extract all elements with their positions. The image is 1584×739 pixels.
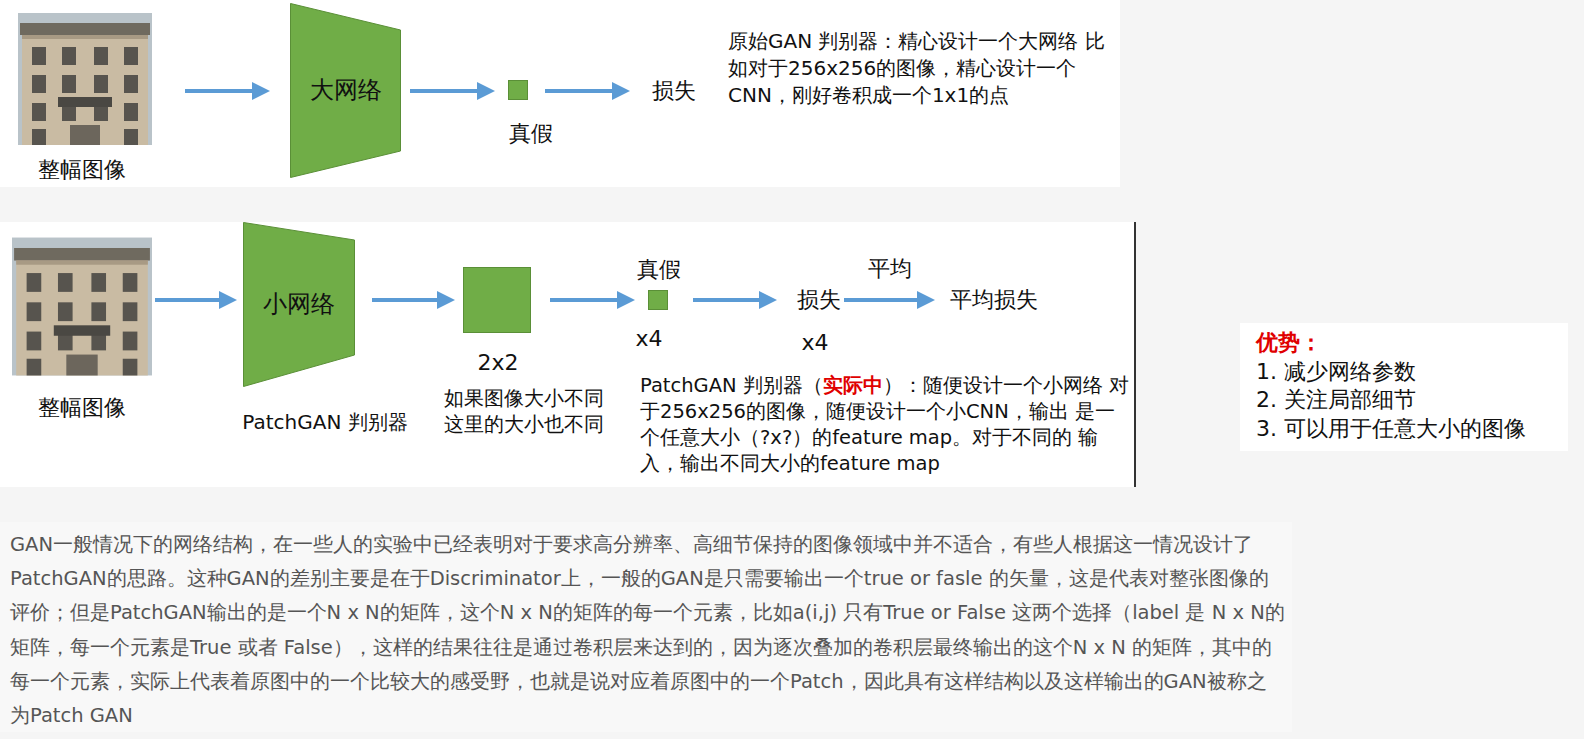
node-label: 优势： bbox=[1256, 329, 1552, 358]
loss-label: 平均损失 bbox=[948, 284, 1040, 317]
trapezoid-outline bbox=[244, 223, 355, 387]
node-label: 平均损失 bbox=[950, 286, 1038, 315]
discriminator-network: 大网络 bbox=[290, 3, 401, 178]
node-note: x4 bbox=[635, 325, 662, 354]
node-label: 2x2 bbox=[477, 349, 518, 378]
node-label: 小网络 bbox=[263, 289, 335, 320]
building-photo bbox=[12, 238, 152, 376]
node-note: x4 bbox=[801, 329, 828, 358]
arrow-head bbox=[759, 291, 777, 309]
arrow-head bbox=[219, 291, 237, 309]
arrow-shaft bbox=[550, 298, 619, 302]
node-note: 3. 可以用于任意大小的图像 bbox=[1256, 415, 1552, 444]
node-note: 2. 关注局部细节 bbox=[1256, 386, 1552, 415]
node-label: 真假 bbox=[637, 256, 681, 285]
arrow-shaft bbox=[844, 298, 919, 302]
panel-border bbox=[1134, 222, 1136, 487]
trapezoid-outline bbox=[291, 4, 401, 178]
edge-label: 平均 bbox=[866, 255, 914, 284]
input-image: 整幅图像 bbox=[18, 13, 152, 145]
arrow-shaft bbox=[372, 298, 439, 302]
flow-arrow bbox=[410, 82, 495, 100]
node-label: 真假 bbox=[509, 120, 553, 149]
arrow-head bbox=[917, 291, 935, 309]
flow-arrow bbox=[693, 291, 777, 309]
arrow-head bbox=[612, 82, 630, 100]
flow-arrow bbox=[372, 291, 455, 309]
advantage-box: 优势：1. 减少网络参数2. 关注局部细节3. 可以用于任意大小的图像 bbox=[1240, 323, 1568, 451]
loss-label: 损失x4 bbox=[795, 284, 843, 317]
flow-arrow bbox=[155, 291, 237, 309]
description-text: PatchGAN 判别器（实际中）：随便设计一个小网络 对于256x256的图像… bbox=[640, 373, 1130, 477]
flow-arrow bbox=[545, 82, 630, 100]
arrow-head bbox=[252, 82, 270, 100]
emphasis-text: 实际中 bbox=[823, 374, 883, 397]
flow-arrow bbox=[185, 82, 270, 100]
loss-label: 损失 bbox=[650, 75, 698, 108]
arrow-shaft bbox=[155, 298, 221, 302]
patchgan-network: 小网络PatchGAN 判别器 bbox=[243, 222, 355, 387]
input-image: 整幅图像 bbox=[12, 237, 152, 376]
node-label: 整幅图像 bbox=[38, 156, 126, 185]
node-label: 大网络 bbox=[310, 75, 382, 106]
feature-map: 2x2如果图像大小不同 这里的大小也不同 bbox=[463, 267, 531, 333]
node-note: PatchGAN 判别器 bbox=[242, 409, 407, 435]
arrow-shaft bbox=[410, 89, 479, 93]
description-text: PatchGAN 判别器（ bbox=[640, 374, 823, 397]
output-point: 真假x4 bbox=[648, 290, 668, 310]
arrow-head bbox=[617, 291, 635, 309]
arrow-head bbox=[477, 82, 495, 100]
arrow-shaft bbox=[185, 89, 254, 93]
node-note: 如果图像大小不同 这里的大小也不同 bbox=[444, 385, 622, 437]
arrow-shaft bbox=[545, 89, 614, 93]
node-label: 损失 bbox=[797, 286, 841, 315]
arrow-head bbox=[437, 291, 455, 309]
output-point: 真假 bbox=[508, 80, 528, 100]
arrow-shaft bbox=[693, 298, 761, 302]
node-note: 1. 减少网络参数 bbox=[1256, 358, 1552, 387]
building-photo bbox=[18, 13, 152, 145]
flow-arrow bbox=[844, 291, 935, 309]
node-label: 整幅图像 bbox=[38, 394, 126, 423]
node-label: 损失 bbox=[652, 77, 696, 106]
description-text: 原始GAN 判别器：精心设计一个大网络 比如对于256x256的图像，精心设计一… bbox=[728, 28, 1120, 109]
paragraph-text: GAN一般情况下的网络结构，在一些人的实验中已经表明对于要求高分辨率、高细节保持… bbox=[10, 528, 1286, 733]
flow-arrow bbox=[550, 291, 635, 309]
